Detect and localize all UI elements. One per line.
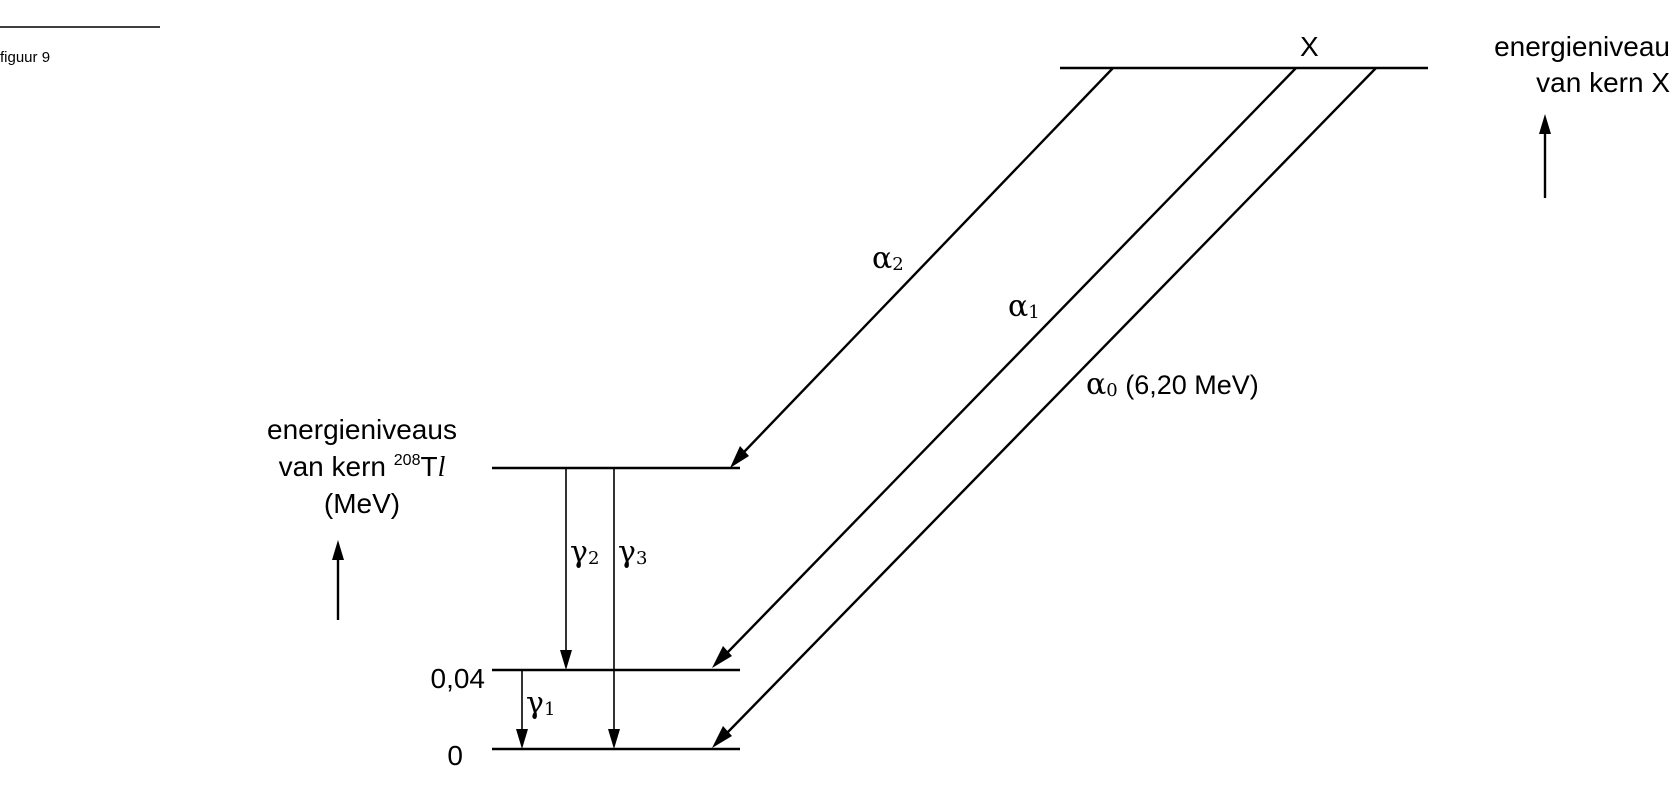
transition-alpha-1: [712, 67, 1297, 668]
label-gamma-2: γ2: [570, 535, 599, 570]
x-axis-up-arrow: [1539, 114, 1551, 198]
level-x-label: X: [1300, 31, 1319, 62]
tl-axis-up-arrow: [332, 540, 344, 620]
label-alpha-0: α0 (6,20 MeV): [1086, 367, 1259, 402]
x-axis-title-line1: energieniveau: [1494, 31, 1670, 62]
transition-gamma-3: [608, 468, 620, 749]
tl-axis-title-line1: energieniveaus: [267, 414, 457, 445]
label-gamma-1: γ1: [526, 686, 555, 721]
transition-gamma-2: [560, 468, 572, 670]
label-gamma-3: γ3: [618, 535, 647, 570]
transition-alpha-0: [712, 67, 1377, 748]
tl-axis-unit: (MeV): [324, 488, 400, 519]
label-alpha-1: α1: [1008, 289, 1040, 324]
tl-axis-title-line2: van kern 208Tl: [279, 451, 446, 483]
figure-caption: figuur 9: [0, 49, 50, 66]
transition-alpha-2: [730, 67, 1114, 468]
transition-gamma-1: [516, 670, 528, 749]
level-value-0: 0: [447, 740, 463, 771]
level-value-0-04: 0,04: [431, 663, 486, 694]
label-alpha-2: α2: [872, 241, 904, 276]
x-axis-title-line2: van kern X: [1536, 67, 1670, 98]
